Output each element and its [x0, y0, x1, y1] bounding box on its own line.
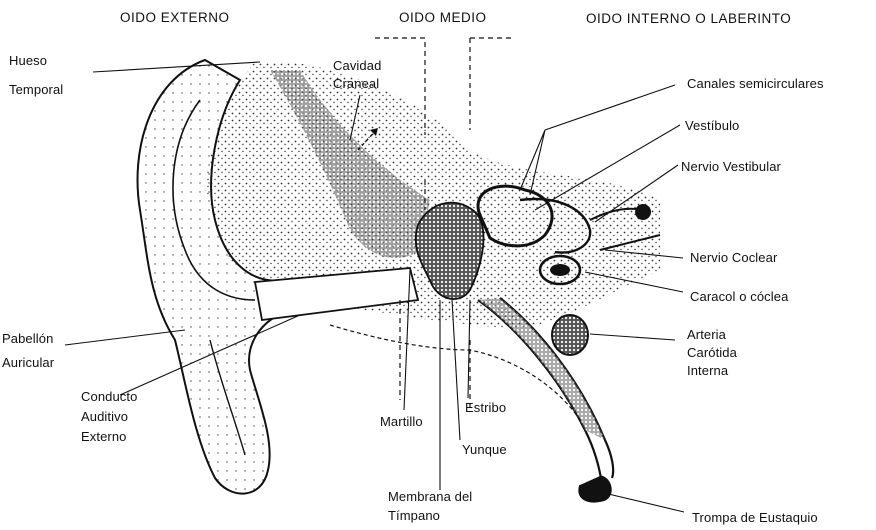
label-tympanic-membrane: Membrana del Tímpano	[388, 487, 472, 525]
carotid-artery-shape	[552, 315, 588, 355]
label-cranial-cavity-line2: Craneal	[333, 75, 381, 93]
label-external-canal-line1: Conducto	[81, 387, 137, 407]
label-carotid-artery-line1: Arteria	[687, 326, 737, 344]
label-incus: Yunque	[462, 440, 507, 459]
label-carotid-artery-line2: Carótida	[687, 344, 737, 362]
label-cochlear-nerve: Nervio Coclear	[690, 248, 777, 267]
label-malleus: Martillo	[380, 412, 423, 431]
label-stapes: Estribo	[465, 398, 506, 417]
label-tympanic-membrane-line1: Membrana del	[388, 487, 472, 506]
label-temporal-bone-line1: Hueso	[9, 46, 63, 75]
label-external-canal-line2: Auditivo	[81, 407, 137, 427]
header-inner-ear: OIDO INTERNO O LABERINTO	[586, 10, 791, 28]
label-carotid-artery: Arteria Carótida Interna	[687, 326, 737, 380]
cochlea-inner	[550, 264, 570, 276]
label-auricle: Pabellón Auricular	[2, 327, 54, 375]
label-cranial-cavity-line1: Cavidad	[333, 57, 381, 75]
label-temporal-bone: Hueso Temporal	[9, 46, 63, 104]
header-outer-ear: OIDO EXTERNO	[120, 9, 230, 27]
header-middle-ear: OIDO MEDIO	[399, 9, 487, 27]
label-auricle-line2: Auricular	[2, 351, 54, 375]
label-vestibular-nerve: Nervio Vestibular	[681, 157, 781, 176]
label-external-canal: Conducto Auditivo Externo	[81, 387, 137, 447]
label-carotid-artery-line3: Interna	[687, 362, 737, 380]
label-cochlea: Caracol o cóclea	[690, 287, 788, 306]
label-external-canal-line3: Externo	[81, 427, 137, 447]
label-vestibule: Vestíbulo	[685, 116, 739, 135]
label-temporal-bone-line2: Temporal	[9, 75, 63, 104]
label-semicircular-canals: Canales semicirculares	[687, 74, 824, 93]
label-tympanic-membrane-line2: Tímpano	[388, 506, 472, 525]
label-cranial-cavity: Cavidad Craneal	[333, 57, 381, 93]
eustachian-tube-end	[579, 476, 611, 502]
nerve-end-shape	[635, 204, 651, 220]
label-auricle-line1: Pabellón	[2, 327, 54, 351]
label-eustachian-tube: Trompa de Eustaquio	[692, 508, 818, 527]
